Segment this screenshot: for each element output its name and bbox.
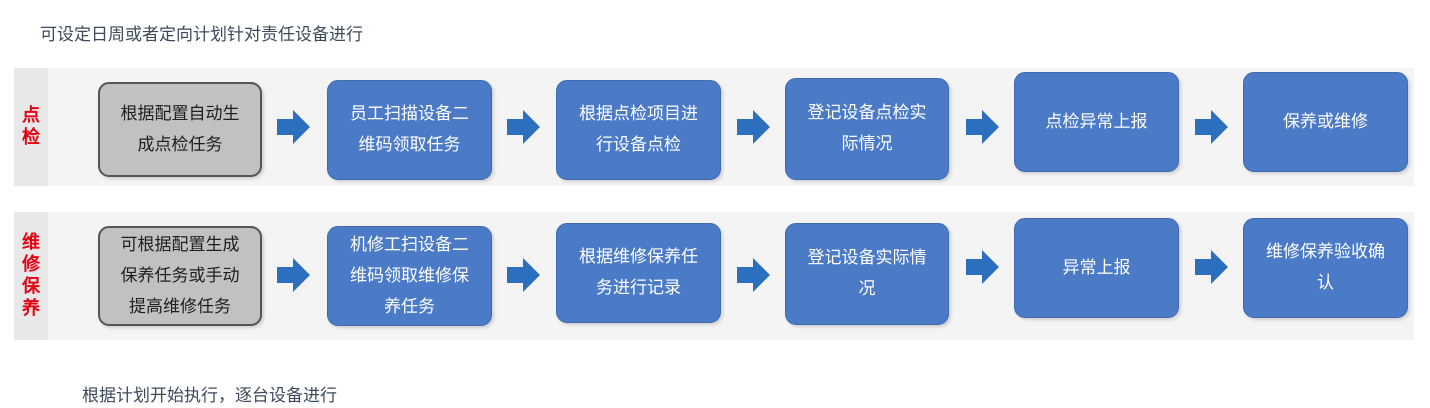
inspection-step-6: 保养或维修 bbox=[1243, 72, 1408, 172]
right-arrow-icon bbox=[1195, 250, 1228, 284]
maintenance-step-1: 可根据配置生成 保养任务或手动 提高维修任务 bbox=[98, 226, 262, 326]
maintenance-step-4: 登记设备实际情 况 bbox=[785, 223, 949, 325]
top-caption: 可设定日周或者定向计划针对责任设备进行 bbox=[40, 25, 363, 45]
right-arrow-icon bbox=[507, 258, 540, 292]
right-arrow-icon bbox=[966, 110, 999, 144]
right-arrow-icon bbox=[277, 110, 310, 144]
maintenance-label-char: 修 bbox=[22, 254, 40, 275]
inspection-label-char: 点 bbox=[22, 105, 40, 126]
inspection-step-3: 根据点检项目进 行设备点检 bbox=[556, 80, 721, 180]
maintenance-label-char: 养 bbox=[22, 298, 40, 319]
right-arrow-icon bbox=[966, 250, 999, 284]
right-arrow-icon bbox=[1195, 110, 1228, 144]
inspection-row-label: 点 检 bbox=[14, 68, 48, 186]
right-arrow-icon bbox=[737, 258, 770, 292]
right-arrow-icon bbox=[277, 258, 310, 292]
right-arrow-icon bbox=[507, 110, 540, 144]
bottom-caption: 根据计划开始执行，逐台设备进行 bbox=[82, 386, 337, 406]
inspection-step-1: 根据配置自动生 成点检任务 bbox=[98, 82, 262, 177]
inspection-label-char: 检 bbox=[22, 127, 40, 148]
inspection-step-5: 点检异常上报 bbox=[1014, 72, 1179, 172]
maintenance-label-char: 维 bbox=[22, 232, 40, 253]
right-arrow-icon bbox=[737, 110, 770, 144]
maintenance-step-5: 异常上报 bbox=[1014, 218, 1179, 318]
maintenance-step-3: 根据维修保养任 务进行记录 bbox=[556, 223, 721, 323]
inspection-step-2: 员工扫描设备二 维码领取任务 bbox=[327, 80, 492, 180]
inspection-label-strip bbox=[14, 68, 48, 186]
maintenance-step-6: 维修保养验收确 认 bbox=[1243, 218, 1408, 318]
maintenance-label-char: 保 bbox=[22, 276, 40, 297]
maintenance-row-label: 维 修 保 养 bbox=[14, 212, 48, 340]
inspection-step-4: 登记设备点检实 际情况 bbox=[785, 78, 949, 180]
maintenance-label-strip bbox=[14, 212, 48, 340]
maintenance-step-2: 机修工扫设备二 维码领取维修保 养任务 bbox=[327, 226, 492, 326]
